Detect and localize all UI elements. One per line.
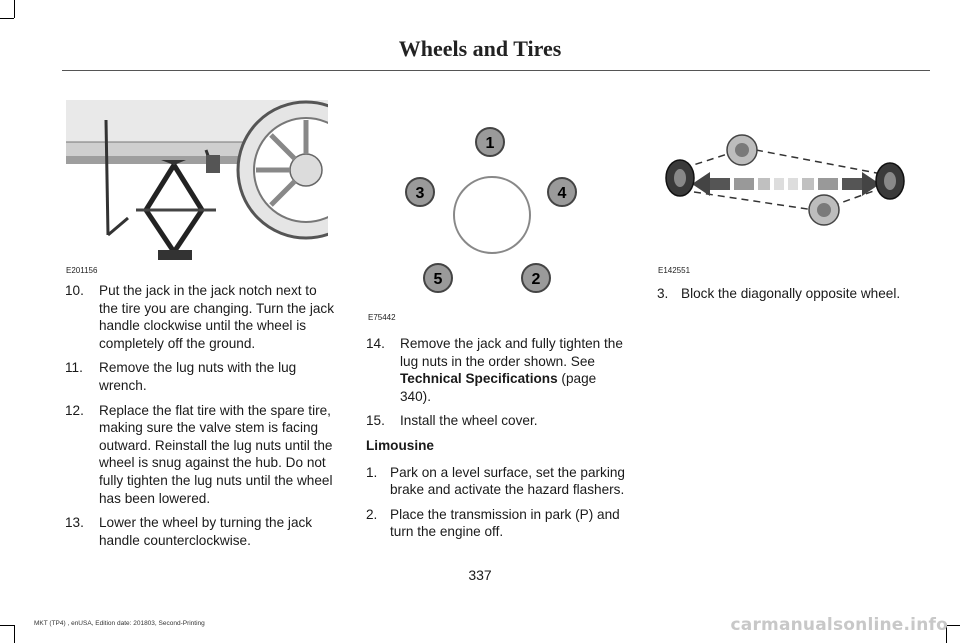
- lug-nut-1: 1: [475, 127, 505, 157]
- column-2: 14. Remove the jack and fully tighten th…: [366, 335, 628, 548]
- lug-nut-label: 5: [434, 271, 443, 288]
- step-number: 12.: [65, 402, 84, 418]
- lug-nut-5: 5: [423, 263, 453, 293]
- page-reference: (page 340).: [400, 371, 597, 404]
- step-number: 15.: [366, 413, 385, 429]
- column-1: 10. Put the jack in the jack notch next …: [65, 282, 337, 556]
- crop-mark-top-left: [0, 18, 14, 19]
- figure-code: E201156: [66, 266, 98, 275]
- step-number: 3.: [657, 286, 669, 301]
- step-number: 11.: [65, 360, 83, 376]
- lug-nut-pattern-diagram: 1 4 3 5 2: [405, 127, 577, 293]
- lug-nut-label: 2: [532, 271, 541, 288]
- step-text: Lower the wheel by turning the jack hand…: [99, 515, 313, 548]
- watermark: carmanualsonline.info: [730, 615, 948, 635]
- step-number: 1.: [366, 464, 378, 480]
- step-text: Remove the jack and fully tighten the lu…: [400, 335, 628, 405]
- step-text: Place the transmission in park (P) and t…: [390, 506, 620, 540]
- crop-mark-bottom-right: [946, 625, 947, 643]
- step-text: Replace the flat tire with the spare tir…: [99, 402, 333, 506]
- jack-illustration: [66, 100, 328, 270]
- lug-nut-3: 3: [405, 177, 435, 207]
- crop-mark-top-left: [14, 0, 15, 18]
- step-number: 13.: [65, 515, 84, 531]
- step-number: 2.: [366, 506, 378, 522]
- list-item: 10. Put the jack in the jack notch next …: [65, 282, 337, 352]
- wheel-block-diagram: [665, 134, 905, 226]
- step-text: Put the jack in the jack notch next to t…: [99, 283, 335, 351]
- list-item: 12. Replace the flat tire with the spare…: [65, 402, 337, 508]
- step-text: Block the diagonally opposite wheel.: [681, 286, 901, 301]
- lug-nut-label: 1: [486, 135, 495, 152]
- list-item: 15. Install the wheel cover.: [366, 412, 628, 430]
- step-number: 10.: [65, 283, 84, 298]
- step-number: 14.: [366, 336, 385, 351]
- lug-nut-4: 4: [547, 177, 577, 207]
- page-title: Wheels and Tires: [398, 36, 562, 61]
- list-item: 1. Park on a level surface, set the park…: [366, 464, 628, 499]
- step-text: Remove the lug nuts with the lug wrench.: [99, 360, 297, 393]
- list-item: 11. Remove the lug nuts with the lug wre…: [65, 359, 337, 394]
- list-item: 3. Block the diagonally opposite wheel.: [657, 285, 929, 303]
- edition-info: MKT (TP4) , enUSA, Edition date: 201803,…: [34, 620, 205, 627]
- lug-nut-label: 4: [558, 185, 567, 202]
- list-item: 2. Place the transmission in park (P) an…: [366, 506, 628, 541]
- technical-specifications-link[interactable]: Technical Specifications: [400, 371, 558, 387]
- lug-nut-label: 3: [416, 185, 425, 202]
- column-3: 3. Block the diagonally opposite wheel.: [657, 285, 929, 310]
- header-rule: [62, 70, 930, 71]
- crop-mark-bottom-left: [14, 625, 15, 643]
- section-subheading: Limousine: [366, 437, 434, 453]
- page-number: 337: [468, 567, 492, 583]
- list-item: 14. Remove the jack and fully tighten th…: [366, 335, 628, 405]
- lug-nut-2: 2: [521, 263, 551, 293]
- step-text: Install the wheel cover.: [400, 413, 538, 429]
- figure-code: E75442: [368, 313, 396, 322]
- step-text: Park on a level surface, set the parking…: [390, 464, 625, 498]
- crop-mark-bottom-right: [946, 625, 960, 626]
- list-item: 13. Lower the wheel by turning the jack …: [65, 514, 337, 549]
- crop-mark-bottom-left: [0, 625, 14, 626]
- figure-code: E142551: [658, 266, 691, 275]
- step-text-main: Remove the jack and fully tighten the lu…: [400, 336, 623, 369]
